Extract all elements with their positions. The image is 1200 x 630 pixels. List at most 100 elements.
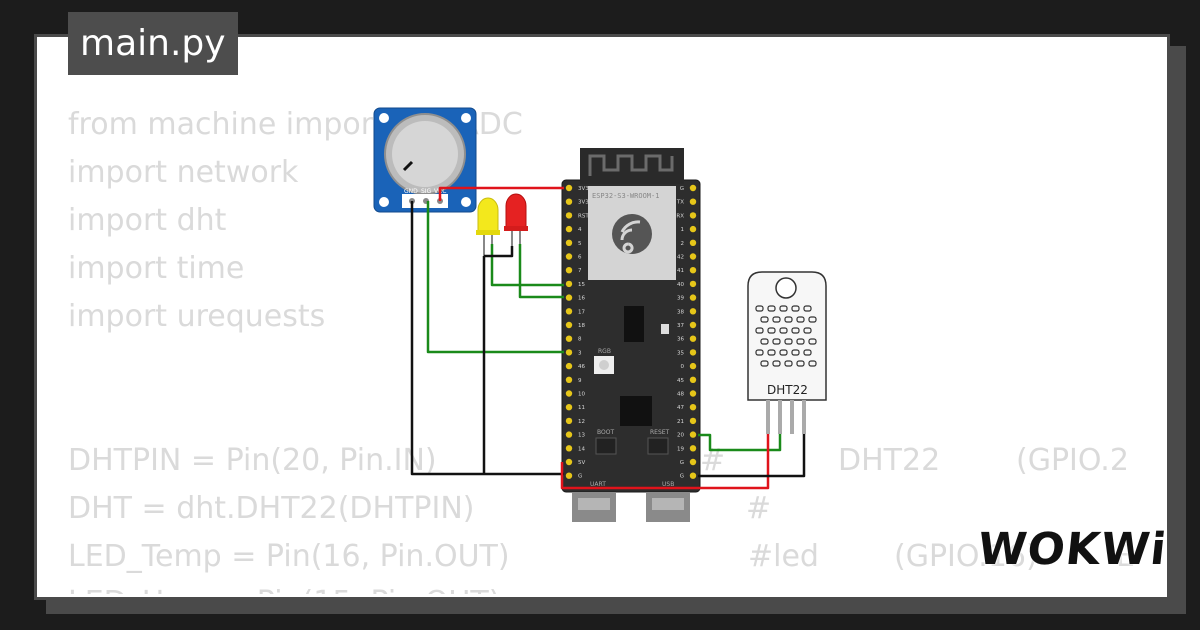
code-comment-tail: E: [1116, 539, 1135, 574]
board-pin-left-0[interactable]: [565, 184, 573, 192]
board-pin-right-8[interactable]: [689, 294, 697, 301]
board-pin-label: 8: [578, 337, 582, 343]
wire-led-red: [518, 244, 564, 299]
board-pin-right-4[interactable]: [689, 239, 697, 246]
board-pin-right-18[interactable]: [689, 431, 697, 438]
board-pin-left-20[interactable]: [565, 458, 573, 466]
board-pin-label: 9: [578, 378, 582, 384]
board-pin-left-16[interactable]: [565, 404, 573, 411]
reset-label: RESET: [650, 429, 670, 436]
board-pin-left-3[interactable]: [565, 225, 573, 233]
board-pin-label: 12: [578, 419, 585, 425]
sensor-grill-slot: [755, 305, 764, 312]
board-pin-label: 35: [677, 350, 684, 356]
board-pin-right-0[interactable]: [689, 184, 697, 192]
wire-dht-gnd: [698, 434, 806, 478]
wire-pot-sig: [426, 201, 564, 354]
usb-label: USB: [662, 481, 674, 488]
board-pin-left-6[interactable]: [565, 267, 573, 274]
board-pin-right-7[interactable]: [689, 280, 697, 288]
board-pin-left-21[interactable]: [565, 472, 573, 479]
potentiometer[interactable]: [373, 107, 477, 213]
board-pin-right-17[interactable]: [689, 417, 697, 425]
board-pin-right-14[interactable]: [689, 376, 697, 383]
sensor-grill-slot: [779, 305, 788, 312]
board-pin-right-9[interactable]: [689, 308, 697, 315]
dht22-sensor[interactable]: [747, 271, 827, 434]
red-led[interactable]: [504, 193, 528, 246]
sensor-grill-slot: [760, 360, 769, 367]
board-pin-left-7[interactable]: [565, 280, 573, 288]
board-pin-right-12[interactable]: [689, 349, 697, 356]
board-pin-right-2[interactable]: [689, 212, 697, 219]
code-comment-led: #led: [748, 539, 819, 574]
wokwi-logo: WOKWi: [975, 524, 1170, 575]
sensor-grill-slot: [796, 360, 805, 367]
board-pin-label: G: [680, 460, 684, 466]
wire-dht-data: [698, 433, 782, 452]
board-pin-label: 19: [677, 446, 684, 452]
sensor-grill-slot: [784, 338, 793, 345]
dht22-label: DHT22: [767, 383, 808, 397]
code-line-led-temp: LED_Temp = Pin(16, Pin.OUT): [68, 539, 510, 574]
board-pin-left-5[interactable]: [565, 253, 573, 260]
board-pin-left-15[interactable]: [565, 390, 573, 397]
sensor-grill-slot: [760, 338, 769, 345]
board-pin-left-18[interactable]: [565, 431, 573, 438]
board-pin-label: 36: [677, 337, 684, 343]
board-pin-left-4[interactable]: [565, 239, 573, 246]
wires: [410, 186, 806, 490]
board-pin-right-3[interactable]: [689, 225, 697, 233]
board-pin-left-11[interactable]: [565, 335, 573, 342]
board-pin-left-14[interactable]: [565, 376, 573, 383]
board-pin-right-15[interactable]: [689, 390, 697, 397]
board-pin-label: 20: [677, 433, 684, 439]
board-pin-left-2[interactable]: [565, 212, 573, 219]
board-pin-left-1[interactable]: [565, 198, 573, 205]
board-pin-label: G: [578, 474, 582, 480]
wire-pot-gnd: [410, 201, 564, 476]
filename-tab[interactable]: main.py: [68, 12, 238, 75]
board-pin-label: RST: [578, 213, 589, 219]
mcu-chip: [620, 396, 652, 426]
yellow-led[interactable]: [476, 197, 500, 256]
esp32-s3-board[interactable]: [561, 148, 701, 522]
board-pin-label: 15: [578, 282, 585, 288]
board-pin-right-19[interactable]: [689, 445, 697, 452]
board-pin-left-19[interactable]: [565, 445, 573, 452]
board-pin-label: 16: [578, 296, 585, 302]
sensor-grill-slot: [772, 316, 781, 323]
board-pin-right-16[interactable]: [689, 404, 697, 411]
board-pin-right-11[interactable]: [689, 335, 697, 342]
board-pin-label: 10: [578, 392, 585, 398]
board-pin-label: 11: [578, 405, 585, 411]
board-pin-left-8[interactable]: [565, 294, 573, 301]
board-pin-right-20[interactable]: [689, 458, 697, 466]
board-pin-label: 5: [578, 241, 582, 247]
wire-pot-vcc: [438, 186, 564, 201]
board-pin-right-6[interactable]: [689, 267, 697, 274]
board-pin-left-12[interactable]: [565, 349, 573, 356]
board-pin-left-9[interactable]: [565, 308, 573, 315]
sensor-grill-slot: [808, 338, 817, 345]
board-pin-left-17[interactable]: [565, 417, 573, 425]
wire-led-yellow: [490, 244, 564, 287]
pot-pin-gnd: GND: [404, 188, 418, 195]
board-pin-left-13[interactable]: [565, 362, 573, 370]
board-pin-label: 21: [677, 419, 684, 425]
board-pin-left-10[interactable]: [565, 321, 573, 329]
board-pin-label: 4: [578, 227, 582, 233]
board-pin-label: 3V3: [578, 186, 589, 192]
board-pin-right-1[interactable]: [689, 198, 697, 205]
sensor-grill-slot: [784, 360, 793, 367]
board-pin-right-13[interactable]: [689, 362, 697, 370]
wire-led-gnd-bridge: [484, 246, 514, 258]
board-pin-right-10[interactable]: [689, 321, 697, 329]
code-line-import-dht: import dht: [68, 203, 227, 238]
board-pin-right-5[interactable]: [689, 253, 697, 260]
wifi-logo-icon: [612, 214, 652, 254]
code-line-import-network: import network: [68, 155, 299, 190]
board-pin-label: 3: [578, 350, 582, 356]
board-pin-right-21[interactable]: [689, 472, 697, 479]
